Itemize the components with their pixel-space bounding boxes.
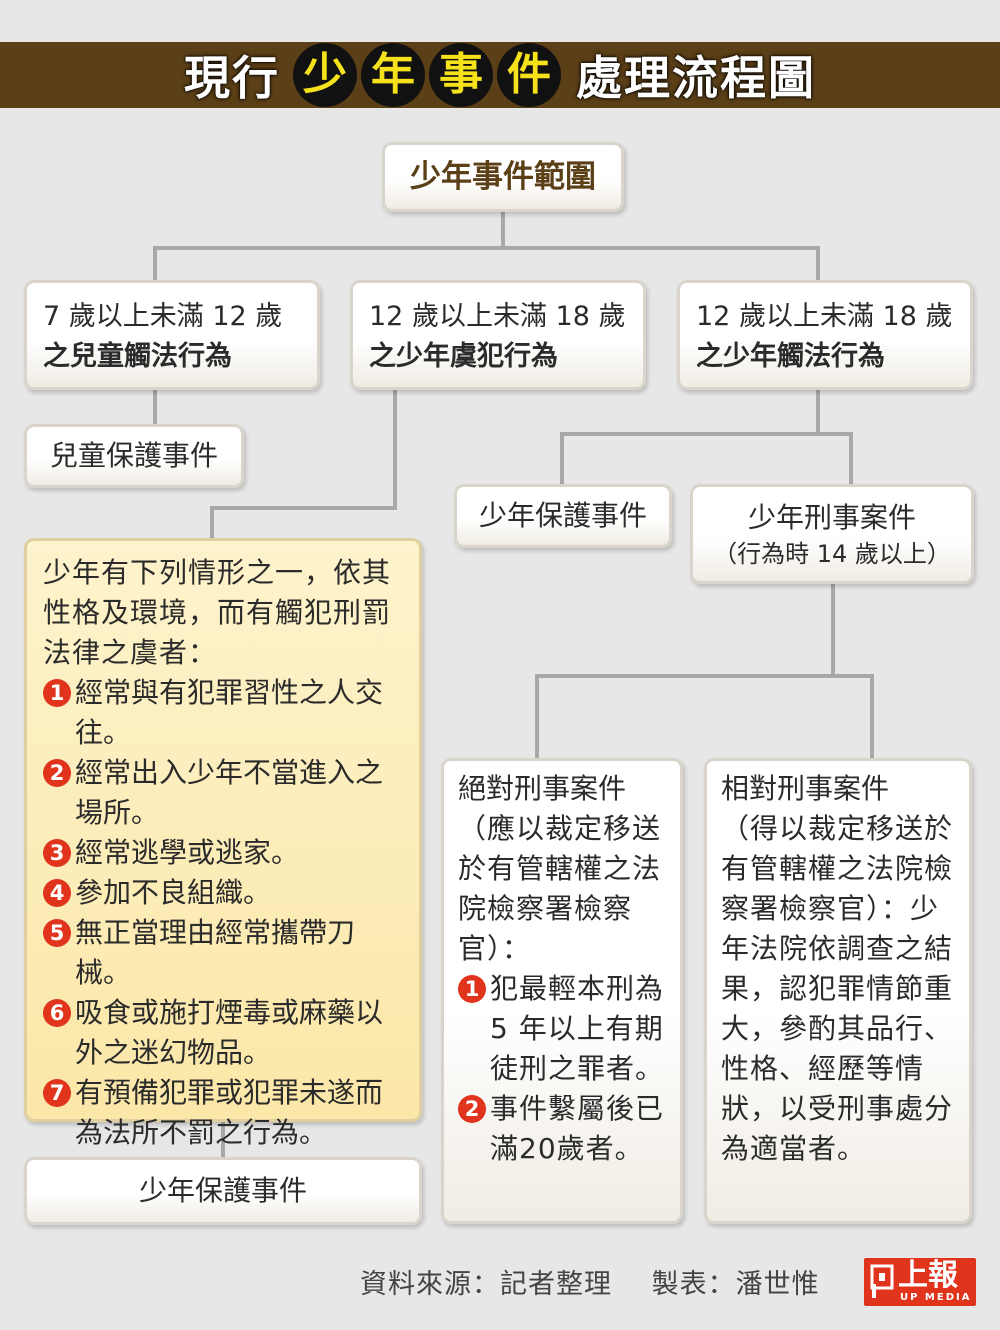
number-badge: 2 xyxy=(458,1095,486,1123)
up-media-logo: 上報 UP MEDIA xyxy=(864,1258,976,1306)
title-char-circle: 件 xyxy=(497,43,561,107)
criteria-text: 犯最輕本刑為 5 年以上有期徒刑之罪者。 xyxy=(490,972,665,1085)
conditions-intro: 少年有下列情形之一，依其性格及環境，而有觸犯刑罰法律之虞者： xyxy=(43,556,392,669)
title-char: 少 xyxy=(303,49,347,100)
connector-line xyxy=(870,674,874,760)
logo-subtext: UP MEDIA xyxy=(900,1292,972,1303)
node-youth-criminal: 少年刑事案件 （行為時 14 歲以上） xyxy=(690,484,974,584)
condition-item: 7 有預備犯罪或犯罪未遂而為法所不罰之行為。 xyxy=(43,1073,403,1153)
title-char-circle: 少 xyxy=(293,43,357,107)
title-prefix: 現行 xyxy=(184,51,280,105)
connector-line xyxy=(849,432,853,486)
number-badge: 4 xyxy=(43,879,71,907)
number-badge: 3 xyxy=(43,839,71,867)
criteria-item: 2 事件繫屬後已滿20歲者。 xyxy=(458,1089,666,1169)
number-badge: 1 xyxy=(458,975,486,1003)
node-label: 少年保護事件 xyxy=(138,1174,307,1207)
node-child-offense: 7 歲以上未滿 12 歲 之兒童觸法行為 xyxy=(24,280,320,390)
logo-text: 上報 xyxy=(898,1258,958,1293)
root-node: 少年事件範圍 xyxy=(382,142,624,212)
condition-item: 6 吸食或施打煙毒或麻藥以外之迷幻物品。 xyxy=(43,993,403,1073)
node-title: 絕對刑事案件 xyxy=(458,772,627,805)
node-line: （行為時 14 歲以上） xyxy=(713,540,951,568)
node-relative-criminal: 相對刑事案件 （得以裁定移送於有管轄權之法院檢察署檢察官）：少年法院依調查之結果… xyxy=(704,758,972,1224)
connector-line xyxy=(210,506,214,540)
node-line: 12 歲以上未滿 18 歲 xyxy=(369,301,626,332)
connector-line xyxy=(816,246,820,282)
condition-text: 有預備犯罪或犯罪未遂而為法所不罰之行為。 xyxy=(75,1076,384,1149)
condition-text: 經常逃學或逃家。 xyxy=(75,836,300,869)
number-badge: 7 xyxy=(43,1079,71,1107)
connector-line xyxy=(560,432,853,436)
condition-text: 經常出入少年不當進入之場所。 xyxy=(75,756,384,829)
node-line: 之少年虞犯行為 xyxy=(369,341,558,372)
number-badge: 1 xyxy=(43,679,71,707)
connector-line xyxy=(221,1122,225,1159)
node-youth-risk: 12 歲以上未滿 18 歲 之少年虞犯行為 xyxy=(350,280,646,390)
source-credit: 資料來源：記者整理 xyxy=(360,1269,612,1300)
criteria-text: 事件繫屬後已滿20歲者。 xyxy=(490,1092,665,1165)
node-label: 少年保護事件 xyxy=(478,499,647,532)
maker-credit: 製表：潘世惟 xyxy=(651,1269,820,1300)
node-line: 之兒童觸法行為 xyxy=(43,341,232,372)
node-title: 相對刑事案件 xyxy=(721,772,890,805)
condition-text: 經常與有犯罪習性之人交往。 xyxy=(75,676,384,749)
node-line: 12 歲以上未滿 18 歲 xyxy=(696,301,953,332)
title-char-circle: 年 xyxy=(361,43,425,107)
root-label: 少年事件範圍 xyxy=(410,159,596,195)
condition-text: 吸食或施打煙毒或麻藥以外之迷幻物品。 xyxy=(75,996,384,1069)
connector-line xyxy=(210,506,397,510)
condition-item: 4 參加不良組織。 xyxy=(43,873,403,913)
node-intro: （應以裁定移送於有管轄權之法院檢察署檢察官）： xyxy=(458,812,662,965)
node-absolute-criminal: 絕對刑事案件 （應以裁定移送於有管轄權之法院檢察署檢察官）： 1 犯最輕本刑為 … xyxy=(441,758,683,1224)
node-youth-protection-left: 少年保護事件 xyxy=(24,1157,422,1225)
connector-line xyxy=(535,674,539,760)
node-youth-protection-right: 少年保護事件 xyxy=(454,484,672,548)
condition-item: 3 經常逃學或逃家。 xyxy=(43,833,403,873)
condition-item: 1 經常與有犯罪習性之人交往。 xyxy=(43,673,403,753)
connector-line xyxy=(501,212,505,248)
logo-mark-icon xyxy=(870,1264,894,1298)
connector-line xyxy=(153,390,157,426)
number-badge: 6 xyxy=(43,999,71,1027)
condition-text: 參加不良組織。 xyxy=(75,876,272,909)
node-line: 之少年觸法行為 xyxy=(696,341,885,372)
title-char: 年 xyxy=(371,49,415,100)
footer-credits: 資料來源：記者整理 製表：潘世惟 xyxy=(360,1262,850,1301)
node-child-protection: 兒童保護事件 xyxy=(24,424,244,488)
node-youth-offense: 12 歲以上未滿 18 歲 之少年觸法行為 xyxy=(677,280,973,390)
number-badge: 2 xyxy=(43,759,71,787)
connector-line xyxy=(153,246,157,282)
connector-line xyxy=(831,584,835,676)
condition-item: 2 經常出入少年不當進入之場所。 xyxy=(43,753,403,833)
condition-text: 無正當理由經常攜帶刀械。 xyxy=(75,916,356,989)
number-badge: 5 xyxy=(43,919,71,947)
connector-line xyxy=(535,674,874,678)
page-title: 現行 少 年 事 件 處理流程圖 xyxy=(0,42,1000,108)
connector-line xyxy=(560,432,564,486)
connector-line xyxy=(153,246,820,250)
node-body: （得以裁定移送於有管轄權之法院檢察署檢察官）：少年法院依調查之結果，認犯罪情節重… xyxy=(721,812,954,1165)
node-line: 7 歲以上未滿 12 歲 xyxy=(43,301,283,332)
condition-item: 5 無正當理由經常攜帶刀械。 xyxy=(43,913,403,993)
node-line: 少年刑事案件 xyxy=(747,501,916,534)
node-delinquency-conditions: 少年有下列情形之一，依其性格及環境，而有觸犯刑罰法律之虞者： 1 經常與有犯罪習… xyxy=(24,538,422,1149)
title-char: 件 xyxy=(507,49,551,100)
connector-line xyxy=(393,390,397,508)
title-suffix: 處理流程圖 xyxy=(576,51,816,105)
criteria-item: 1 犯最輕本刑為 5 年以上有期徒刑之罪者。 xyxy=(458,969,666,1089)
connector-line xyxy=(816,390,820,434)
title-char: 事 xyxy=(439,49,483,100)
title-char-circle: 事 xyxy=(429,43,493,107)
node-label: 兒童保護事件 xyxy=(49,439,218,472)
